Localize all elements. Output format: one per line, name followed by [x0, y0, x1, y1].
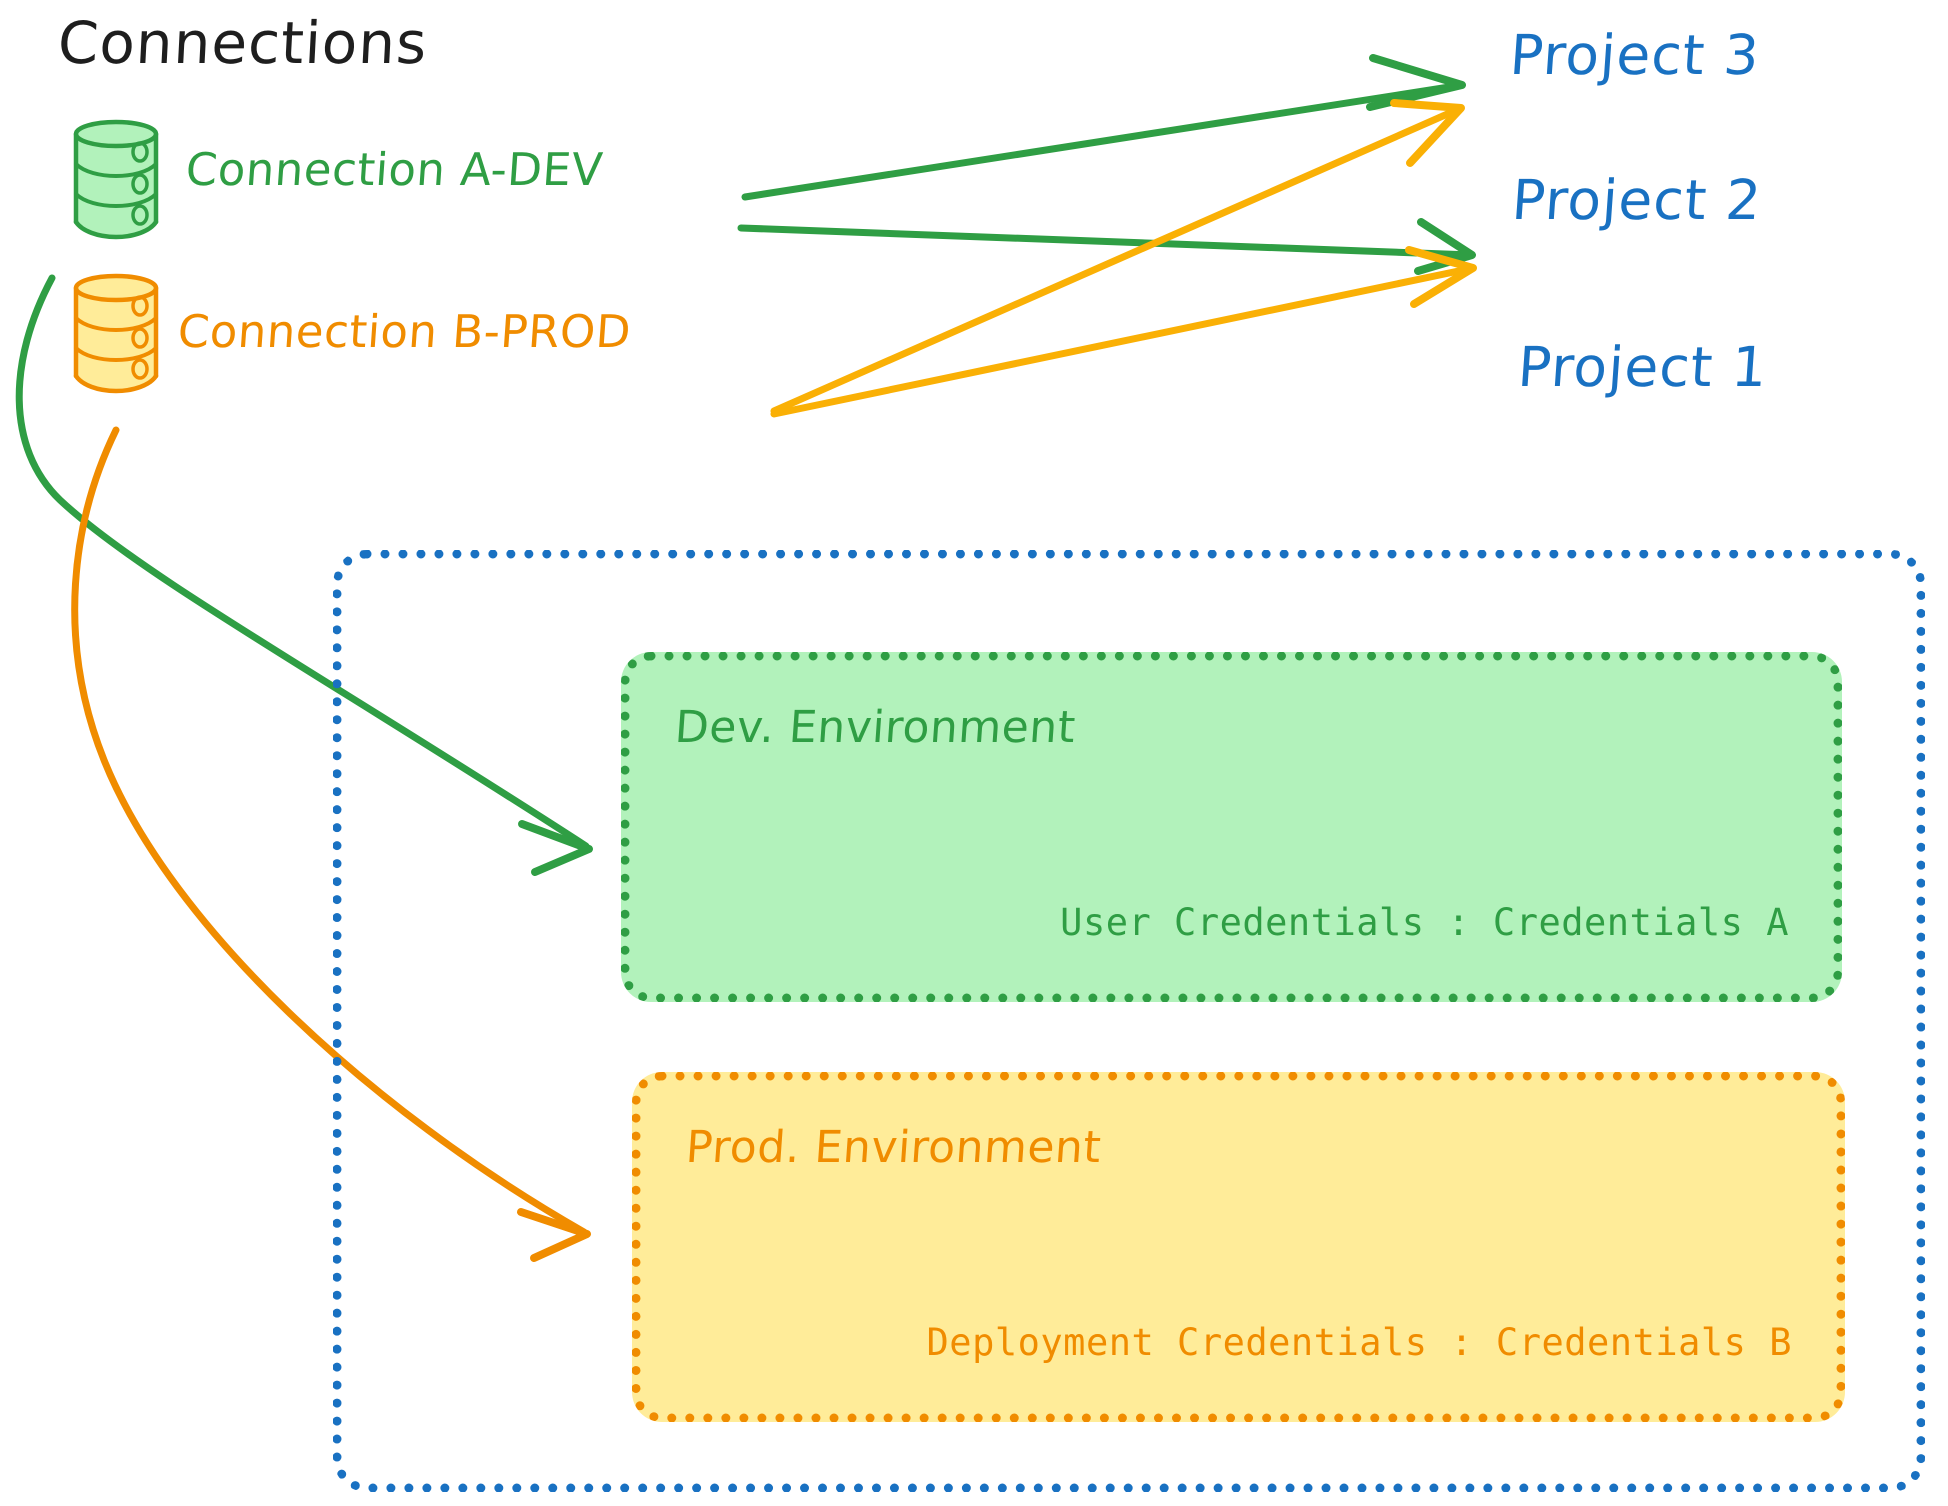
prod-environment-credentials: Deployment Credentials : Credentials B [926, 1321, 1792, 1364]
prod-environment-box[interactable]: Prod. Environment Deployment Credentials… [632, 1072, 1845, 1422]
edge-conn-b-to-project-3 [770, 99, 1465, 415]
dev-environment-box[interactable]: Dev. Environment User Credentials : Cred… [621, 652, 1842, 1002]
project-1-label[interactable]: Project 1 [1515, 335, 1770, 399]
dev-environment-title: Dev. Environment [673, 702, 1078, 753]
database-cylinder-icon-orange [73, 273, 159, 394]
edge-conn-b-to-prod-environment [71, 426, 591, 1262]
database-cylinder-icon-green [73, 119, 159, 240]
edge-conn-a-to-project-2 [737, 218, 1476, 275]
connection-b-prod-label[interactable]: Connection B-PROD [176, 305, 633, 358]
dev-environment-credentials: User Credentials : Credentials A [1060, 901, 1789, 944]
project-3-label[interactable]: Project 3 [1507, 23, 1762, 87]
project-1-container [333, 550, 1925, 1492]
edge-conn-b-to-project-2 [770, 246, 1477, 418]
prod-environment-title: Prod. Environment [684, 1122, 1103, 1173]
edge-conn-a-to-project-3 [741, 54, 1466, 201]
edge-conn-a-to-dev-environment [15, 274, 593, 876]
project-2-label[interactable]: Project 2 [1509, 168, 1764, 232]
page-title: Connections [56, 9, 430, 77]
connection-a-dev-label[interactable]: Connection A-DEV [184, 143, 605, 196]
